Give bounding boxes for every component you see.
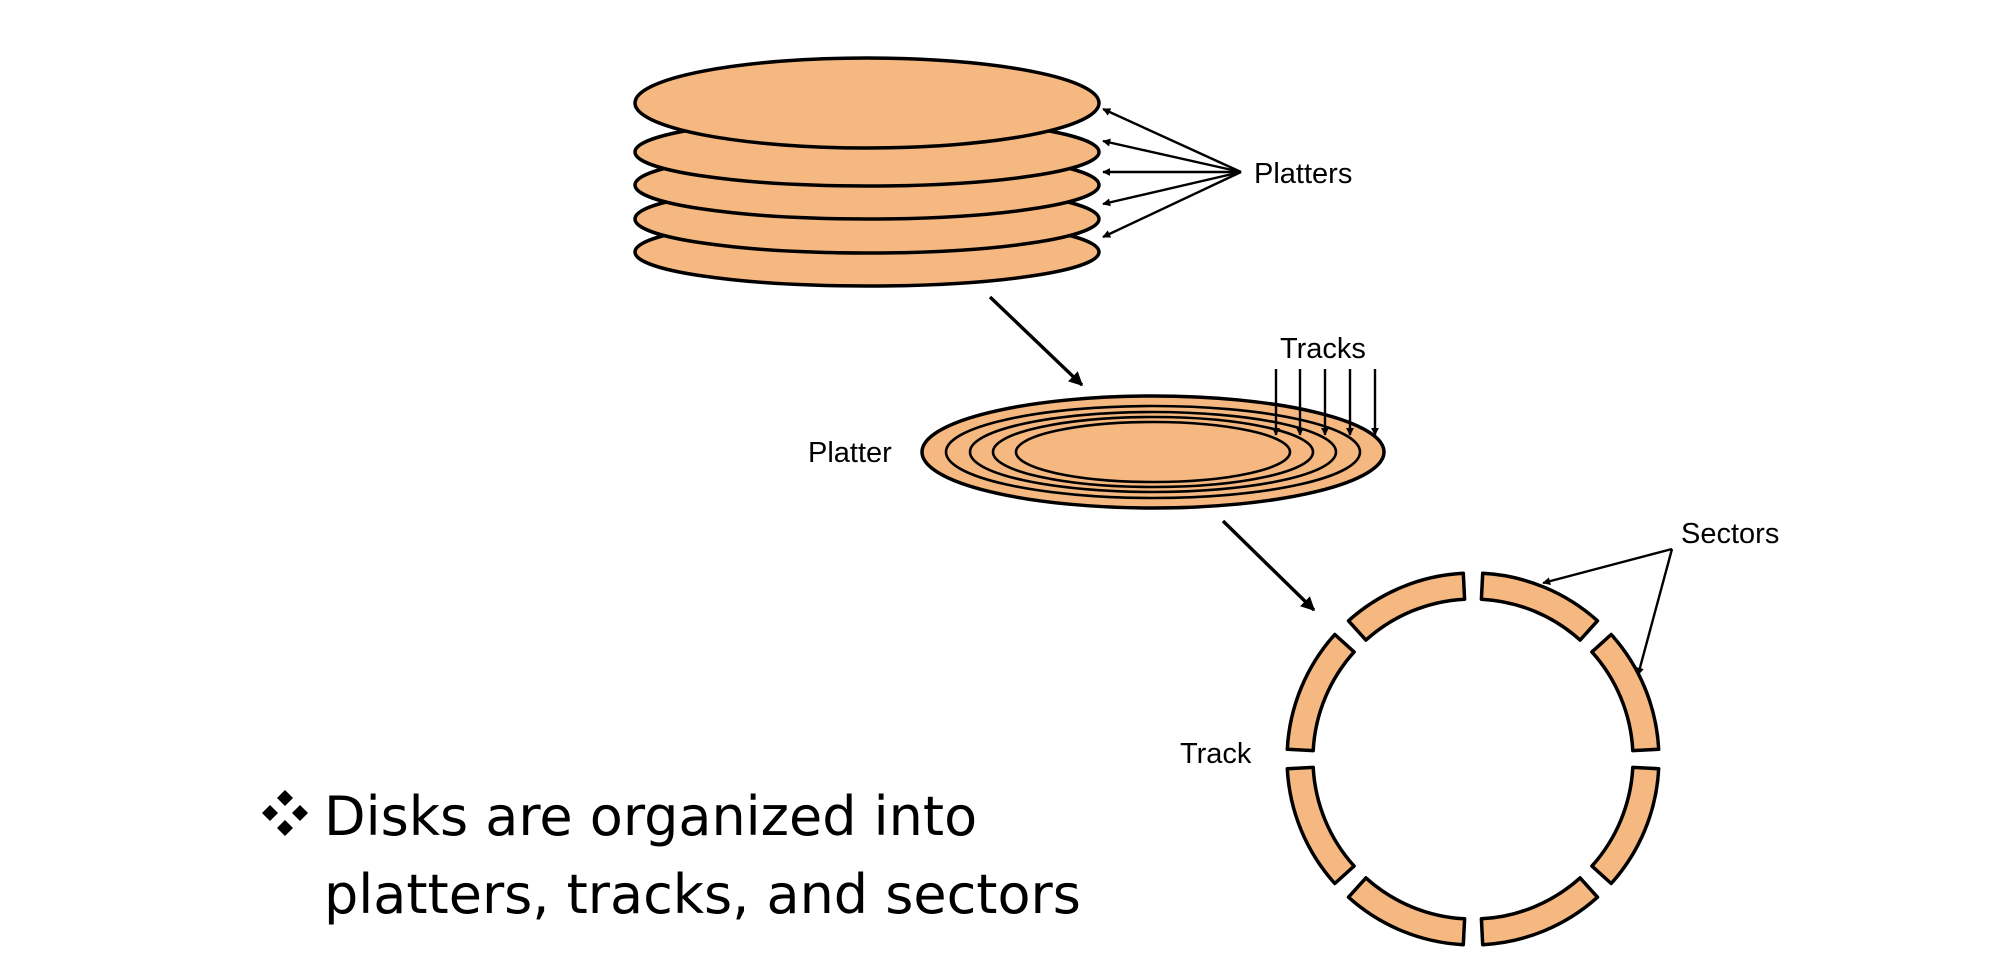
track-ring-2 <box>968 410 1338 494</box>
platters-arrow-2 <box>1102 138 1242 174</box>
bullet-point: Disks are organized into platters, track… <box>258 778 1084 934</box>
track-ring-3 <box>991 415 1315 489</box>
single-platter <box>920 394 1386 510</box>
track-ring-1 <box>944 404 1362 500</box>
sector-4 <box>1479 876 1600 947</box>
sector-5 <box>1346 876 1467 947</box>
track-ring-4 <box>1014 420 1292 484</box>
platter-disk <box>920 394 1386 510</box>
platters-arrow-4 <box>1102 170 1242 207</box>
sectors-label: Sectors <box>1681 518 1779 550</box>
tracks-label: Tracks <box>1280 333 1366 365</box>
sector-8 <box>1346 571 1467 642</box>
sector-1 <box>1479 571 1600 642</box>
platter-disk-1 <box>633 56 1101 150</box>
platter-to-track-arrow <box>1221 519 1316 612</box>
platters-arrow-1 <box>1102 107 1242 174</box>
platter-stack <box>633 56 1101 288</box>
platters-label: Platters <box>1254 158 1352 190</box>
sector-6 <box>1285 765 1356 886</box>
sectors-arrow-1 <box>1542 547 1673 586</box>
track-sectors <box>1285 571 1661 947</box>
track-label: Track <box>1180 738 1252 770</box>
sector-7 <box>1285 632 1356 753</box>
sectors-arrow-2 <box>1636 548 1674 676</box>
four-diamond-bullet-icon <box>262 790 308 836</box>
sector-3 <box>1590 765 1661 886</box>
bullet-text: Disks are organized into platters, track… <box>324 785 1081 926</box>
platters-arrow-5 <box>1102 170 1242 239</box>
tracks-callout: Tracks <box>1272 333 1379 436</box>
sector-2 <box>1590 632 1661 753</box>
platters-callout: Platters <box>1102 107 1352 239</box>
platter-label: Platter <box>808 437 892 469</box>
stack-to-platter-arrow <box>988 295 1084 387</box>
sectors-callout: Sectors <box>1542 518 1779 676</box>
